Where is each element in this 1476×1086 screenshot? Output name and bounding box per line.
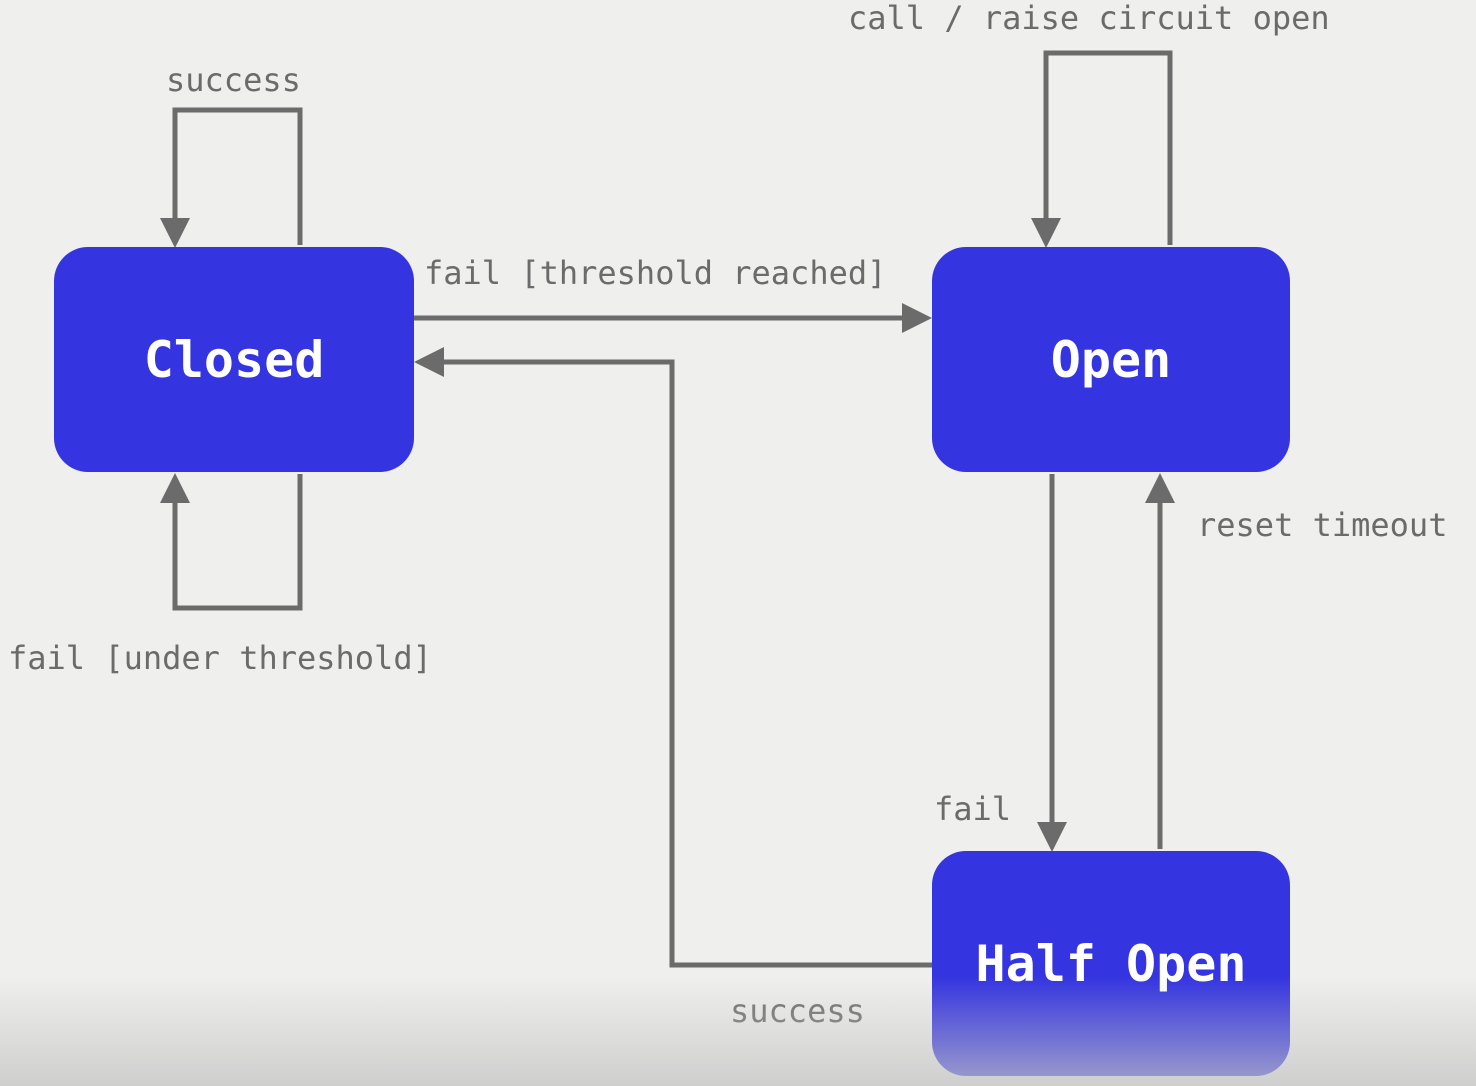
label-fail-under-threshold: fail [under threshold] (8, 639, 432, 677)
label-half-open-success: success (730, 992, 865, 1030)
state-open: Open (932, 247, 1290, 472)
state-half-open-label: Half Open (975, 934, 1247, 993)
edge-closed-fail-under-loop (160, 473, 303, 611)
edge-half-open-to-closed (414, 347, 932, 968)
edge-open-self-loop (1031, 50, 1173, 248)
label-half-open-fail: fail (934, 790, 1012, 828)
edge-closed-success-loop (160, 107, 303, 248)
label-call-raise-circuit-open: call / raise circuit open (848, 0, 1330, 37)
state-closed-label: Closed (143, 330, 325, 389)
label-fail-threshold-reached: fail [threshold reached] (424, 254, 887, 292)
state-closed: Closed (54, 247, 414, 472)
state-open-label: Open (1050, 330, 1172, 389)
label-reset-timeout: reset timeout (1197, 506, 1448, 544)
state-half-open: Half Open (932, 851, 1290, 1076)
label-closed-success: success (166, 61, 301, 99)
